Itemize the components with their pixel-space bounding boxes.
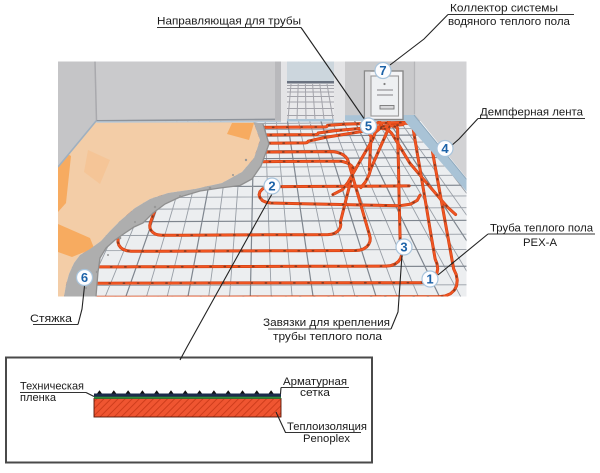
svg-text:4: 4 [441, 141, 449, 156]
svg-text:Стяжка: Стяжка [30, 313, 73, 325]
svg-text:Завязки для крепления: Завязки для крепления [263, 317, 390, 329]
svg-text:2: 2 [268, 178, 275, 193]
svg-text:PEX-A: PEX-A [523, 237, 558, 249]
svg-text:6: 6 [81, 270, 88, 285]
svg-text:1: 1 [426, 271, 433, 286]
svg-text:3: 3 [400, 239, 407, 254]
svg-text:Penoplex: Penoplex [303, 433, 351, 445]
svg-text:7: 7 [379, 63, 386, 78]
svg-text:водяного теплого пола: водяного теплого пола [448, 16, 571, 28]
svg-text:сетка: сетка [300, 387, 331, 399]
svg-text:трубы теплого пола: трубы теплого пола [273, 331, 383, 343]
svg-text:Труба теплого пола: Труба теплого пола [490, 223, 594, 235]
svg-text:пленка: пленка [20, 392, 57, 404]
svg-text:Техническая: Техническая [20, 381, 84, 393]
svg-text:Направляющая для трубы: Направляющая для трубы [157, 16, 301, 28]
svg-text:Теплоизоляция: Теплоизоляция [287, 421, 367, 433]
svg-text:5: 5 [365, 118, 372, 133]
svg-text:Коллектор системы: Коллектор системы [450, 3, 558, 15]
svg-text:Демпферная лента: Демпферная лента [480, 107, 584, 119]
